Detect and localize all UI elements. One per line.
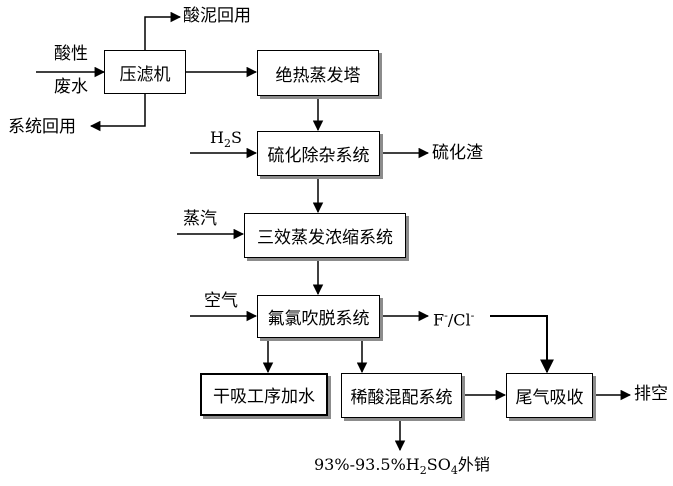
label-vent: 排空 — [634, 384, 668, 404]
label-sludge-reuse: 酸泥回用 — [183, 6, 251, 26]
box-tail-gas: 尾气吸收 — [506, 373, 593, 418]
box-dilute-acid: 稀酸混配系统 — [341, 373, 462, 418]
box-fluorine-chlorine: 氟氯吹脱系统 — [257, 295, 380, 338]
arrow-filter-to-system-reuse — [89, 94, 146, 132]
label-product-sulfuric-acid: 93%-93.5%H2SO4外销 — [314, 455, 490, 478]
label-acid-wastewater-2: 废水 — [54, 77, 88, 97]
box-adiabatic-tower: 绝热蒸发塔 — [257, 50, 379, 96]
label-sulfide-slag: 硫化渣 — [432, 143, 483, 163]
label-system-reuse: 系统回用 — [8, 117, 76, 137]
box-triple-effect: 三效蒸发浓缩系统 — [244, 213, 406, 258]
box-sulfide-removal: 硫化除杂系统 — [257, 131, 380, 176]
label-air: 空气 — [204, 291, 238, 311]
label-h2s: H2S — [210, 128, 242, 151]
label-acid-wastewater-1: 酸性 — [54, 44, 88, 64]
arrow-filter-to-sludge-reuse — [144, 11, 182, 50]
label-steam: 蒸汽 — [183, 209, 217, 229]
label-fluoride-chloride: F-/Cl- — [433, 309, 475, 330]
box-dry-absorb: 干吸工序加水 — [200, 373, 328, 416]
arrow-gas-to-tail — [490, 315, 554, 374]
box-filter-press: 压滤机 — [104, 50, 186, 94]
